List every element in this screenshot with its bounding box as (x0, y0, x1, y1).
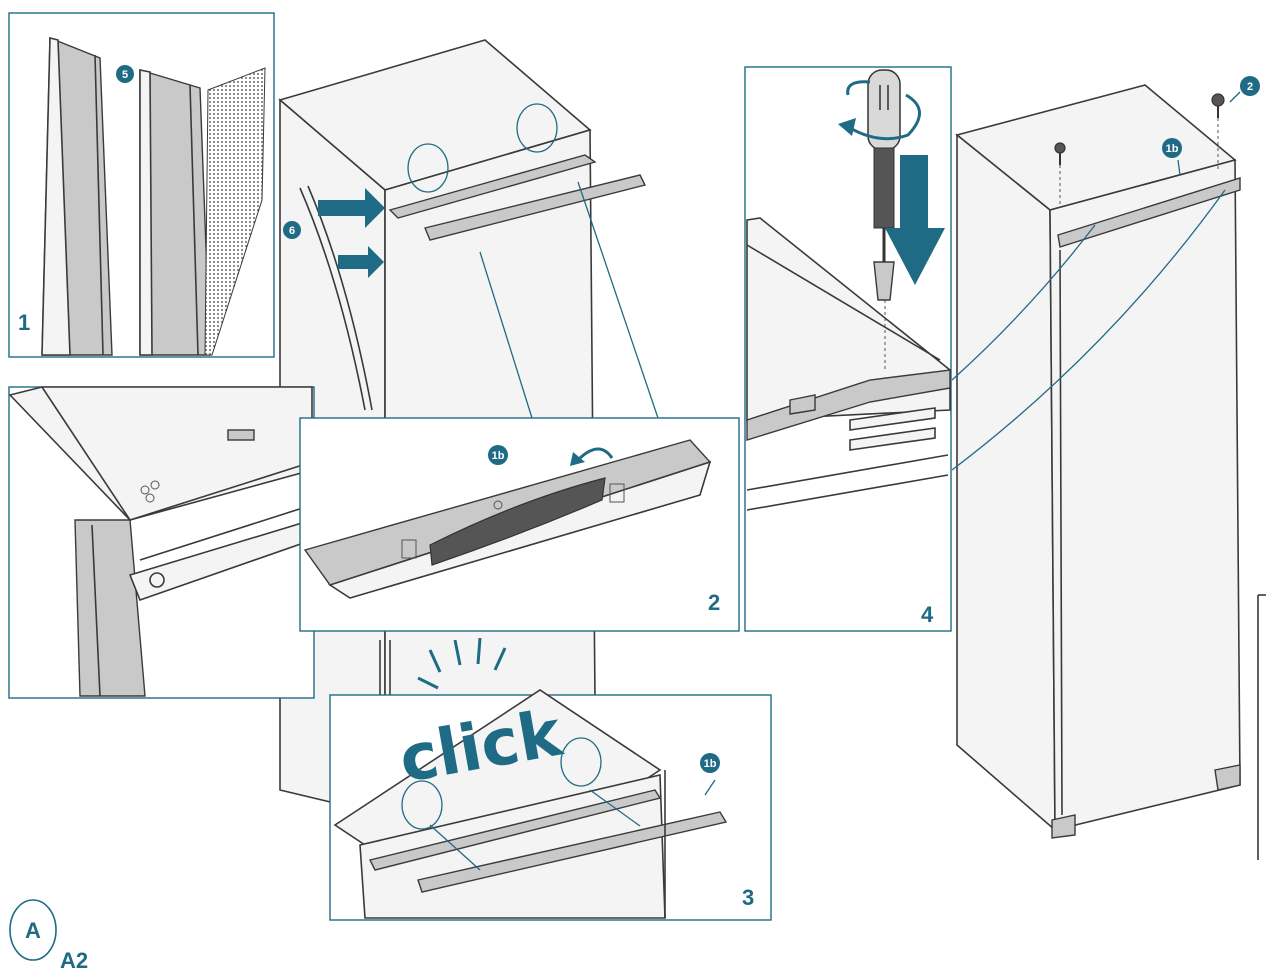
svg-text:1b: 1b (492, 450, 505, 462)
step-number: 4 (921, 602, 934, 627)
svg-text:1b: 1b (704, 758, 717, 770)
figure-code: A2 (60, 948, 88, 973)
panel-3-callout-badge: 1b (700, 753, 720, 773)
screw-icon (1054, 93, 1225, 165)
svg-text:6: 6 (289, 225, 295, 237)
panel-1: 1 (8, 12, 275, 358)
panel-2-callout-badge: 1b (488, 445, 508, 465)
svg-text:2: 2 (1247, 81, 1253, 93)
panel-3: 3 click (329, 637, 772, 921)
gasket-callout-badge: 6 (283, 221, 301, 239)
corner-detail-panel (8, 386, 315, 699)
step-number: 1 (18, 310, 30, 335)
bracket-callout-badge: 1b (1162, 138, 1182, 158)
section-marker: A A2 (9, 899, 88, 973)
fridge-cabinet (951, 84, 1266, 860)
click-burst (417, 637, 507, 690)
screw-callout-badge: 2 (1240, 76, 1260, 96)
section-letter: A (25, 918, 41, 943)
panel-1-callout-badge: 5 (116, 65, 134, 83)
step-number: 3 (742, 885, 754, 910)
step-number: 2 (708, 590, 720, 615)
panel-2: 2 (299, 417, 740, 632)
panel-4: 4 (744, 66, 952, 632)
svg-text:1b: 1b (1166, 143, 1179, 155)
svg-text:5: 5 (122, 69, 128, 81)
